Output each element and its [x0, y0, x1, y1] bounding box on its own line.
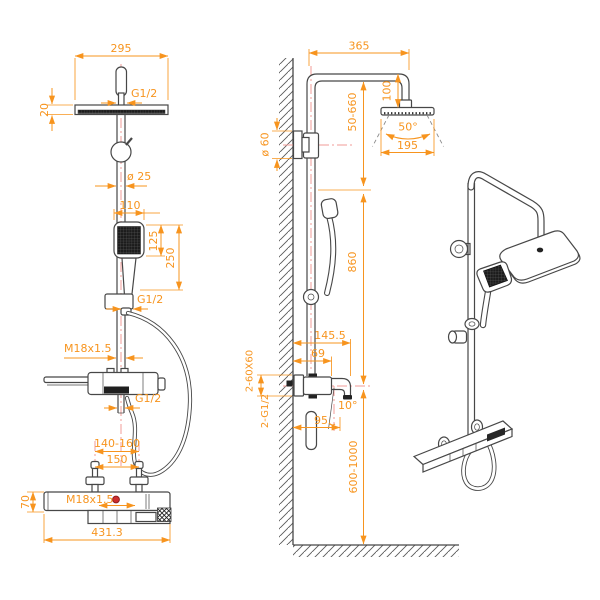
iso-view	[412, 171, 581, 491]
iso-riser-pipe	[467, 183, 476, 448]
shower-hose	[124, 310, 193, 477]
head-connector	[115, 66, 128, 107]
dim-label-head-drop: 100	[381, 81, 394, 102]
inlet-fitting-left	[85, 460, 105, 493]
riser-and-arm	[306, 73, 410, 376]
wall-bracket	[292, 130, 320, 160]
dim-label-escutcheon-size: 2-60X60	[245, 350, 256, 392]
iso-shower-arm	[467, 171, 545, 256]
dim-label-riser-thread: M18x1.5	[64, 342, 112, 355]
dim-label-inlet-range: 140-160	[94, 437, 140, 450]
rain-head-side	[380, 106, 435, 116]
inlet-fitting-right	[129, 460, 149, 493]
dim-label-body-height: 70	[19, 495, 32, 509]
iso-wall-bracket	[449, 239, 471, 259]
dim-label-head-thickness: 20	[38, 103, 51, 117]
mixer-body	[87, 367, 166, 396]
dim-label-inlet-thread: M18x1.5	[66, 493, 114, 506]
dim-label-body-width: 431.3	[91, 526, 123, 539]
control-pad	[157, 507, 172, 522]
head-connector-side	[398, 99, 413, 109]
dim-label-handshower-head-height: 125	[147, 231, 160, 252]
hand-shower-side	[302, 198, 339, 306]
hand-shower	[113, 221, 145, 304]
thermostat-body	[43, 491, 172, 525]
temperature-indicator	[112, 495, 120, 504]
dim-label-spout-offset: 95	[314, 414, 328, 427]
side-dimensions: 365 100 50-660 860 600-1000 ø 60 50° 195	[245, 40, 444, 545]
front-dimensions: 295 G1/2 20 ø 25 110 125 250 G1/	[19, 42, 183, 544]
iso-mixer-bar	[412, 420, 514, 473]
dim-label-holder-thread: G1/2	[137, 293, 163, 306]
mixer-side	[286, 373, 352, 400]
iso-rain-head	[499, 230, 581, 284]
dim-label-spray-angle: 50°	[398, 121, 418, 134]
dim-label-spout-reach: 145.5	[314, 329, 346, 342]
dim-label-riser-height: 860	[346, 252, 359, 273]
dim-label-body-depth: 69	[311, 347, 325, 360]
dim-label-inlet-distance: 150	[107, 453, 128, 466]
spout-outlet	[343, 395, 352, 400]
dim-label-head-depth: 195	[397, 139, 418, 152]
dim-label-arm-reach: 365	[349, 40, 370, 53]
dim-label-head-width: 295	[111, 42, 132, 55]
dim-label-bracket-diameter: ø 60	[259, 132, 272, 156]
dim-label-handshower-width: 110	[120, 199, 141, 212]
outlet-stub	[117, 394, 125, 414]
dim-label-spout-angle: 10°	[338, 399, 358, 412]
wall-section	[279, 58, 293, 545]
iso-hand-shower	[464, 261, 513, 331]
iso-hose	[461, 436, 497, 491]
swivel-connector	[110, 137, 133, 163]
dim-label-handshower-length: 250	[164, 248, 177, 269]
rain-shower-head	[74, 104, 169, 116]
side-view: 365 100 50-660 860 600-1000 ø 60 50° 195	[245, 40, 459, 557]
dim-label-install-height: 600-1000	[347, 441, 360, 494]
dim-label-slider-range: 50-660	[346, 93, 359, 132]
iso-diverter-knob	[447, 330, 468, 344]
dim-label-head-thread: G1/2	[131, 87, 157, 100]
dim-label-pipe-diameter: ø 25	[127, 170, 151, 183]
dim-label-outlet-thread: G1/2	[135, 392, 161, 405]
floor-section	[293, 545, 459, 557]
dim-label-connection-thread: 2-G1/2	[260, 394, 271, 428]
front-view: 295 G1/2 20 ø 25 110 125 250 G1/	[19, 42, 193, 544]
